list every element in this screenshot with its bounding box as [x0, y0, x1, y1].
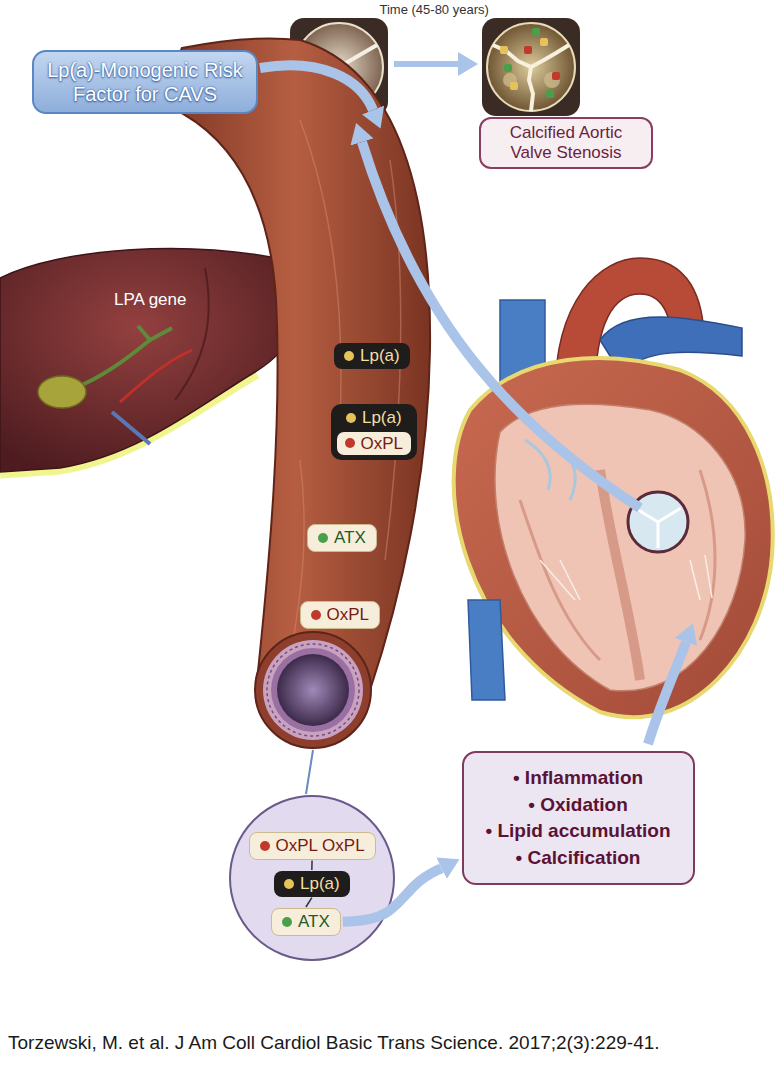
marker-dot — [260, 841, 270, 851]
node-text: • Calcification — [516, 847, 641, 868]
node-text: • Inflammation — [513, 767, 643, 788]
text-row: OxPL — [337, 432, 412, 456]
connector — [306, 898, 312, 907]
text-row: OxPL OxPL — [260, 836, 365, 856]
calcified-valve — [482, 18, 580, 116]
enzyme-tag: ATX — [307, 524, 377, 552]
gene-label: LPA gene — [114, 290, 186, 310]
text-row: • Oxidation — [486, 792, 671, 819]
node-text: OxPL OxPL — [276, 836, 365, 856]
magnified-wall — [230, 796, 394, 960]
marker-dot — [344, 351, 354, 361]
outcome-box: Calcified Aortic Valve Stenosis — [479, 117, 653, 170]
process-box: • Inflammation • Oxidation • Lipid accumul… — [462, 751, 695, 885]
text-row: OxPL — [311, 605, 370, 625]
node-text: ATX — [298, 912, 330, 932]
flow-arrow — [648, 642, 686, 744]
connector — [311, 861, 313, 870]
node-text: Lp(a) — [360, 346, 400, 366]
text-row: • Inflammation — [486, 765, 671, 792]
leader-line — [306, 750, 313, 794]
node-text: Lp(a)-Monogenic Risk Factor for CAVS — [47, 59, 243, 105]
text-row: Lp(a) — [346, 408, 402, 428]
text-row: Lp(a)-Monogenic Risk Factor for CAVS — [46, 58, 244, 106]
text-row: ATX — [282, 912, 330, 932]
marker-dot — [284, 879, 294, 889]
phospholipid-tag: OxPL OxPL — [249, 832, 376, 860]
figure-caption: Torzewski, M. et al. J Am Coll Cardiol B… — [8, 1032, 660, 1054]
connector — [343, 868, 442, 922]
enzyme-tag: ATX — [271, 908, 341, 936]
risk-factor-box: Lp(a)-Monogenic Risk Factor for CAVS — [32, 50, 258, 114]
phospholipid-tag: OxPL — [300, 601, 381, 629]
node-text: Lp(a) — [300, 874, 340, 894]
text-row: Lp(a) — [344, 346, 400, 366]
marker-dot — [345, 438, 355, 448]
node-text: Lp(a) — [362, 408, 402, 428]
time-arrow — [394, 61, 458, 67]
node-text: • Lipid accumulation — [486, 820, 671, 841]
liver — [0, 249, 303, 472]
text-row: ATX — [318, 528, 366, 548]
node-text: OxPL — [327, 605, 370, 625]
annotation-label: Time (45-80 years) — [380, 2, 489, 17]
lipoprotein-complex-tag: Lp(a) OxPL — [331, 404, 418, 460]
text-row: • Calcification — [486, 845, 671, 872]
node-text: • Oxidation — [528, 794, 628, 815]
text-row: Lp(a) — [284, 874, 340, 894]
node-text: Calcified Aortic Valve Stenosis — [510, 123, 622, 162]
lipoprotein-tag: Lp(a) — [274, 871, 350, 897]
marker-dot — [282, 917, 292, 927]
text-row: • Lipid accumulation — [486, 818, 671, 845]
marker-dot — [311, 610, 321, 620]
marker-dot — [346, 413, 356, 423]
marker-dot — [318, 533, 328, 543]
node-text: OxPL — [361, 434, 404, 454]
node-text: ATX — [334, 528, 366, 548]
artery-cross-section — [255, 632, 371, 748]
flow-arrow — [260, 65, 373, 110]
artery — [158, 38, 430, 690]
lipoprotein-tag: Lp(a) — [334, 343, 410, 369]
text-row: Calcified Aortic Valve Stenosis — [491, 123, 641, 164]
